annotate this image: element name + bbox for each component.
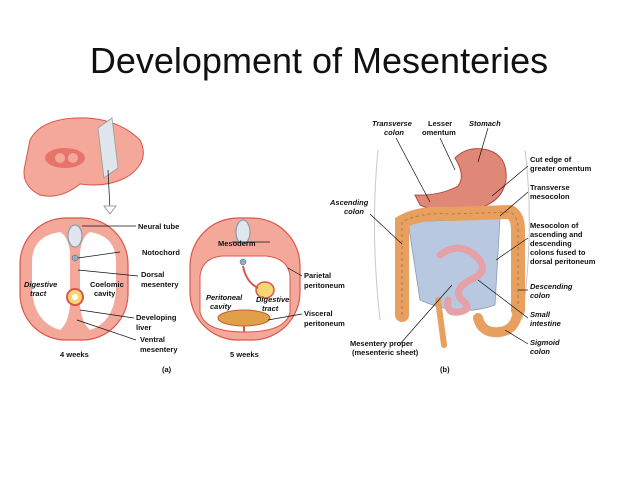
label-peritoneal-cavity-1: Peritoneal xyxy=(206,293,243,302)
label-cut-edge-2: greater omentum xyxy=(530,164,592,173)
panel-b: Transverse colon Lesser omentum Stomach … xyxy=(329,119,596,374)
label-peritoneal-cavity-2: cavity xyxy=(210,302,232,311)
label-transverse-mesocolon-1: Transverse xyxy=(530,183,570,192)
label-lesser-omentum-2: omentum xyxy=(422,128,456,137)
section-plane xyxy=(97,117,119,179)
label-coelomic-cavity-2: cavity xyxy=(94,289,116,298)
label-transverse-mesocolon-2: mesocolon xyxy=(530,192,570,201)
label-dorsal-mesentery-2: mesentery xyxy=(141,280,179,289)
label-ventral-mesentery-1: Ventral xyxy=(140,335,165,344)
label-notochord: Notochord xyxy=(142,248,180,257)
panel-a-letter: (a) xyxy=(162,365,172,374)
label-transverse-colon-1: Transverse xyxy=(372,119,412,128)
cross-section-4-weeks xyxy=(19,217,129,341)
label-descending-colon-1: Descending xyxy=(530,282,573,291)
label-neural-tube: Neural tube xyxy=(138,222,179,231)
abdominal-organs-illustration xyxy=(373,148,530,348)
cross-section-5-weeks xyxy=(189,217,301,341)
label-5-weeks: 5 weeks xyxy=(230,350,259,359)
label-parietal-peritoneum-1: Parietal xyxy=(304,271,331,280)
label-ascending-colon-2: colon xyxy=(344,207,364,216)
label-visceral-peritoneum-1: Visceral xyxy=(304,309,333,318)
label-mesocolon-4: colons fused to xyxy=(530,248,586,257)
label-parietal-peritoneum-2: peritoneum xyxy=(304,281,345,290)
label-mesoderm: Mesoderm xyxy=(218,239,256,248)
label-developing-liver-2: liver xyxy=(136,323,152,332)
label-transverse-colon-2: colon xyxy=(384,128,404,137)
label-developing-liver-1: Developing xyxy=(136,313,177,322)
embryo-illustration xyxy=(23,117,144,215)
label-ventral-mesentery-2: mesentery xyxy=(140,345,178,354)
label-ascending-colon-1: Ascending xyxy=(329,198,369,207)
label-mesocolon-1: Mesocolon of xyxy=(530,221,579,230)
label-descending-colon-2: colon xyxy=(530,291,550,300)
label-cut-edge-1: Cut edge of xyxy=(530,155,572,164)
panel-a: Neural tube Notochord Dorsal mesentery D… xyxy=(19,117,345,374)
label-sigmoid-colon-2: colon xyxy=(530,347,550,356)
slide-title: Development of Mesenteries xyxy=(89,40,549,81)
label-sigmoid-colon-1: Sigmoid xyxy=(530,338,560,347)
label-digestive-tract-b-1: Digestive xyxy=(256,295,289,304)
label-mesentery-proper-1: Mesentery proper xyxy=(350,339,413,348)
label-digestive-tract-1: Digestive xyxy=(24,280,57,289)
label-mesocolon-2: ascending and xyxy=(530,230,583,239)
panel-b-letter: (b) xyxy=(440,365,450,374)
label-visceral-peritoneum-2: peritoneum xyxy=(304,319,345,328)
label-dorsal-mesentery-1: Dorsal xyxy=(141,270,164,279)
label-stomach: Stomach xyxy=(469,119,501,128)
label-mesocolon-5: dorsal peritoneum xyxy=(530,257,596,266)
label-lesser-omentum-1: Lesser xyxy=(428,119,452,128)
label-digestive-tract-2: tract xyxy=(30,289,47,298)
label-small-intestine-2: intestine xyxy=(530,319,561,328)
label-4-weeks: 4 weeks xyxy=(60,350,89,359)
arrow-down-icon xyxy=(103,205,117,215)
label-mesocolon-3: descending xyxy=(530,239,572,248)
label-small-intestine-1: Small xyxy=(530,310,551,319)
label-digestive-tract-b-2: tract xyxy=(262,304,279,313)
label-mesentery-proper-2: (mesenteric sheet) xyxy=(352,348,419,357)
label-coelomic-cavity-1: Coelomic xyxy=(90,280,124,289)
